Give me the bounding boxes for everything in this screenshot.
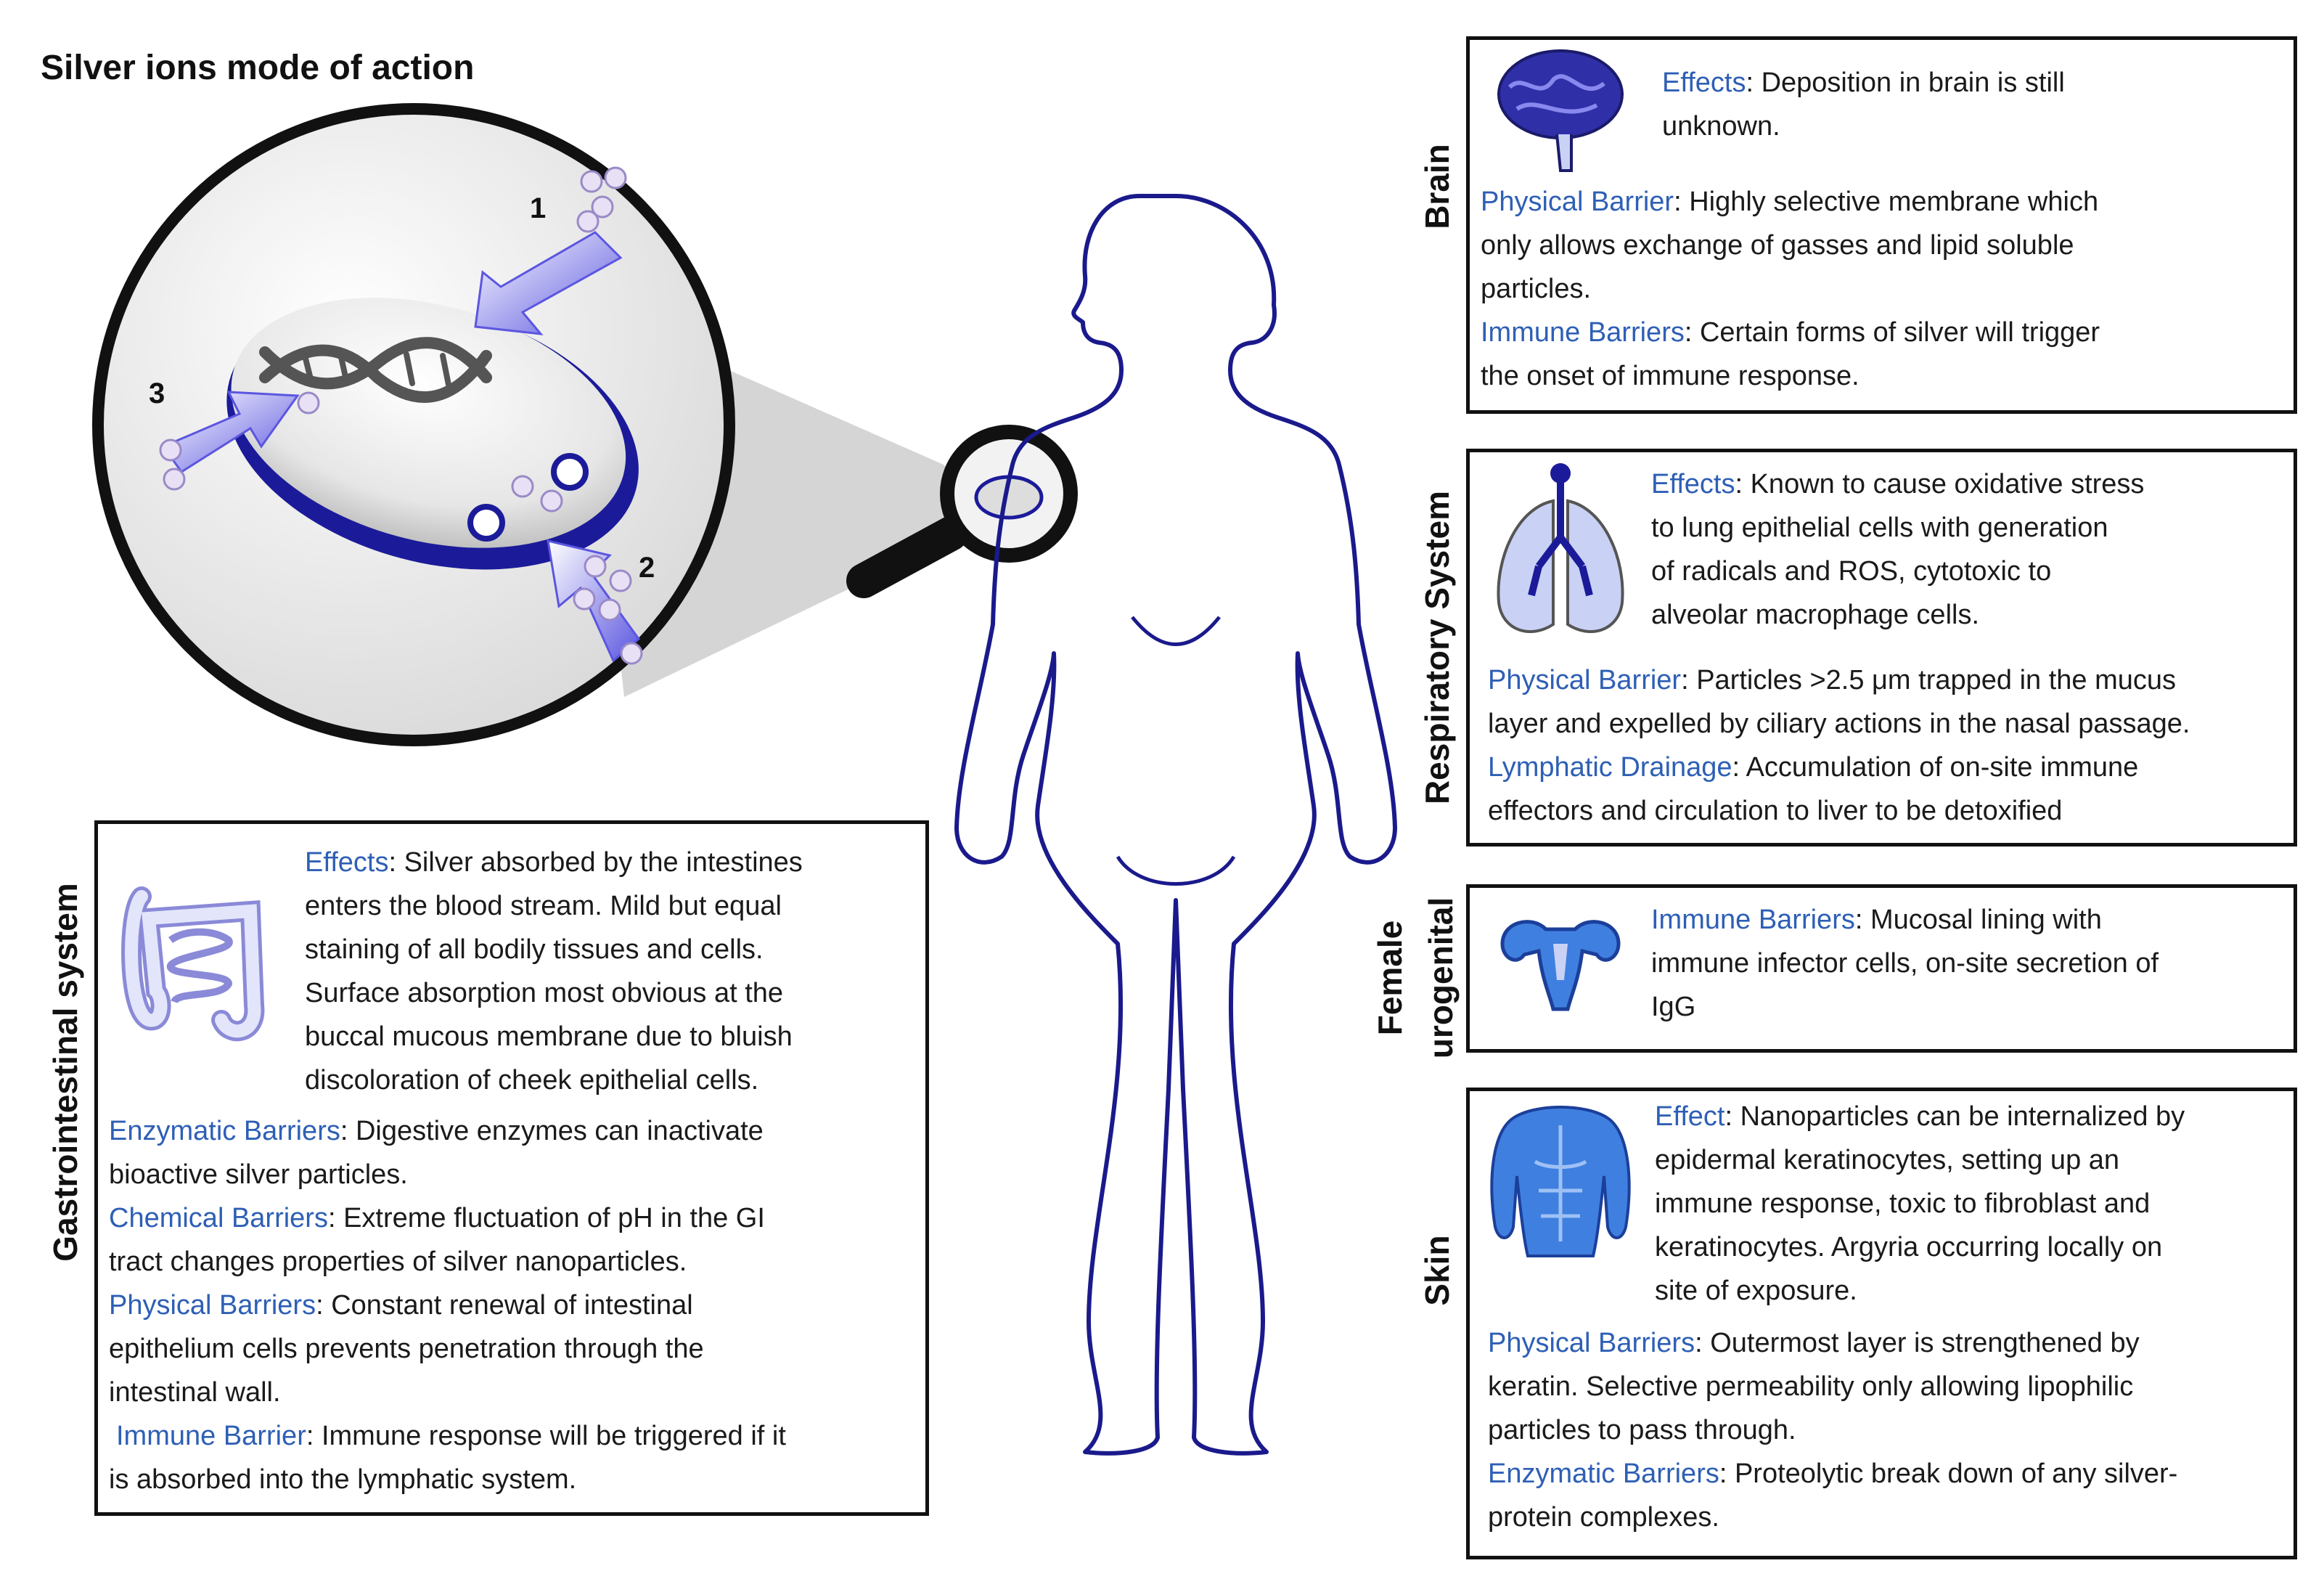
urogenital-line-2: IgG [1651, 992, 1696, 1022]
gastro-line-14: is absorbed into the lymphatic system. [109, 1464, 577, 1495]
step-number-3: 3 [149, 378, 165, 409]
respiratory-side-label: Respiratory System [1418, 490, 1456, 805]
magnifier-icon [846, 425, 1078, 598]
brain-line-4: particles. [1481, 274, 1592, 304]
step-number-2: 2 [639, 552, 655, 584]
skin-line-8: Enzymatic Barriers: Proteolytic break do… [1488, 1459, 2178, 1489]
skin-line-7: particles to pass through. [1488, 1415, 1796, 1445]
respiratory-line-0: Effects: Known to cause oxidative stress [1651, 469, 2145, 499]
skin-line-1: epidermal keratinocytes, setting up an [1655, 1145, 2120, 1175]
gastro-box [94, 820, 929, 1516]
step-number-1: 1 [530, 192, 546, 224]
urogenital-side-label-1: Female [1371, 920, 1409, 1036]
gastro-side-label: Gastrointestinal system [46, 883, 84, 1262]
intestine-icon [121, 886, 265, 1042]
lungs-icon [1497, 463, 1624, 633]
brain-side-label: Brain [1418, 144, 1456, 229]
urogenital-side-label-2: urogenital [1422, 897, 1460, 1059]
respiratory-line-7: effectors and circulation to liver to be… [1488, 796, 2063, 826]
brain-line-0: Effects: Deposition in brain is still [1662, 68, 2065, 98]
brain-icon [1497, 49, 1624, 172]
respiratory-line-4: Physical Barrier: Particles >2.5 μm trap… [1488, 665, 2177, 695]
skin-text: Effect: Nanoparticles can be internalize… [1488, 1095, 2286, 1539]
gastro-line-8: Chemical Barriers: Extreme fluctuation o… [109, 1203, 765, 1233]
gastro-line-0: Effects: Silver absorbed by the intestin… [305, 847, 803, 878]
skin-line-3: keratinocytes. Argyria occurring locally… [1655, 1232, 2163, 1262]
skin-line-0: Effect: Nanoparticles can be internalize… [1655, 1101, 2185, 1132]
urogenital-box [1466, 884, 2297, 1053]
uterus-icon [1500, 920, 1621, 1011]
urogenital-line-1: immune infector cells, on-site secretion… [1651, 948, 2159, 979]
respiratory-text: Effects: Known to cause oxidative stress… [1488, 462, 2286, 833]
skin-line-6: keratin. Selective permeability only all… [1488, 1371, 2134, 1402]
brain-text: Effects: Deposition in brain is still un… [1481, 61, 2286, 398]
respiratory-line-1: to lung epithelial cells with generation [1651, 513, 2108, 543]
skin-side-label: Skin [1418, 1235, 1456, 1306]
respiratory-line-6: Lymphatic Drainage: Accumulation of on-s… [1488, 752, 2139, 783]
brain-line-1: unknown. [1662, 111, 1780, 142]
gastro-line-12: intestinal wall. [109, 1377, 281, 1408]
gastro-line-11: epithelium cells prevents penetration th… [109, 1334, 704, 1364]
respiratory-line-2: of radicals and ROS, cytotoxic to [1651, 556, 2052, 587]
skin-line-5: Physical Barriers: Outermost layer is st… [1488, 1328, 2140, 1358]
diagram-title: Silver ions mode of action [41, 49, 475, 87]
gastro-line-3: Surface absorption most obvious at the [305, 978, 784, 1008]
brain-line-6: the onset of immune response. [1481, 361, 1859, 391]
skin-line-4: site of exposure. [1655, 1276, 1857, 1306]
gastro-line-10: Physical Barriers: Constant renewal of i… [109, 1290, 693, 1321]
gastro-text: Effects: Silver absorbed by the intestin… [109, 841, 922, 1501]
silver-ions [159, 166, 643, 665]
brain-line-3: only allows exchange of gasses and lipid… [1481, 230, 2074, 261]
torso-icon [1490, 1106, 1631, 1257]
membrane-receptors [467, 453, 589, 542]
respiratory-line-5: layer and expelled by ciliary actions in… [1488, 709, 2190, 739]
gastro-line-7: bioactive silver particles. [109, 1159, 408, 1190]
gastro-line-1: enters the blood stream. Mild but equal [305, 891, 782, 921]
respiratory-line-3: alveolar macrophage cells. [1651, 600, 1980, 630]
skin-line-9: protein complexes. [1488, 1502, 1719, 1533]
arrow-1 [474, 231, 623, 335]
respiratory-box [1466, 449, 2297, 846]
urogenital-line-0: Immune Barriers: Mucosal lining with [1651, 905, 2102, 935]
gastro-line-9: tract changes properties of silver nanop… [109, 1247, 687, 1277]
gastro-line-4: buccal mucous membrane due to bluish [305, 1021, 793, 1052]
brain-line-2: Physical Barrier: Highly selective membr… [1481, 187, 2099, 217]
brain-line-5: Immune Barriers: Certain forms of silver… [1481, 317, 2100, 348]
skin-line-2: immune response, toxic to fibroblast and [1655, 1188, 2151, 1219]
gastro-line-2: staining of all bodily tissues and cells… [305, 934, 764, 965]
gastro-line-13: Immune Barrier: Immune response will be … [116, 1421, 786, 1451]
dna-icon [259, 337, 492, 403]
gastro-line-5: discoloration of cheek epithelial cells. [305, 1065, 759, 1096]
gastro-line-6: Enzymatic Barriers: Digestive enzymes ca… [109, 1116, 764, 1146]
urogenital-text: Immune Barriers: Mucosal lining with imm… [1488, 898, 2286, 1029]
